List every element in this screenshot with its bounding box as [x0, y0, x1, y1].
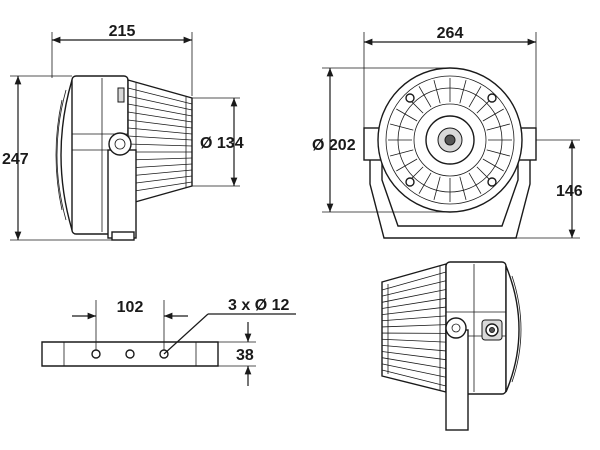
fin-line — [396, 158, 418, 172]
fin-line — [390, 123, 414, 131]
bracket-mirrored — [445, 329, 469, 431]
dim-hole-spacing: 102 — [117, 299, 144, 316]
bracket — [107, 149, 137, 239]
fin-line — [486, 123, 510, 131]
fin-line — [459, 80, 467, 104]
dim-rear-diameter: Ø 202 — [312, 137, 356, 154]
mount-hole — [91, 349, 101, 359]
fin-line — [459, 176, 467, 200]
side-view-mirrored — [381, 261, 522, 431]
heatsink-fins — [127, 79, 193, 205]
fin-line — [381, 297, 447, 309]
fin-line — [468, 86, 482, 108]
fin-line — [381, 271, 447, 291]
pivot-knob-mirrored — [445, 317, 467, 339]
fin-line — [433, 80, 441, 104]
fin-line — [381, 289, 447, 303]
rear-view: 264 Ø 202 146 — [312, 25, 583, 239]
fin-line — [381, 344, 447, 352]
dim-rear-width: 264 — [437, 25, 464, 42]
dim-front-width: 215 — [109, 23, 136, 40]
dim-heatsink-diameter: Ø 134 — [200, 135, 244, 152]
radial-fins — [388, 78, 512, 202]
lens-mirrored — [505, 265, 520, 393]
fin-line — [381, 280, 447, 297]
side-view: 215 247 Ø 134 — [2, 23, 244, 241]
bracket-plate-view: 102 3 x Ø 12 38 — [41, 297, 296, 386]
fin-line — [468, 172, 482, 194]
fin-line — [381, 338, 447, 343]
dim-front-height: 247 — [2, 151, 29, 168]
dim-bracket-height: 146 — [556, 183, 583, 200]
fin-line — [381, 369, 447, 387]
fin-line — [486, 149, 510, 157]
fin-line — [381, 324, 447, 328]
pivot-knob — [108, 132, 132, 156]
fin-line — [381, 363, 447, 378]
fin-line — [381, 351, 447, 361]
fin-line — [482, 108, 504, 122]
fin-line — [418, 86, 432, 108]
fin-line — [433, 176, 441, 200]
dim-bracket-width: 38 — [236, 347, 254, 364]
dim-holes: 3 x Ø 12 — [228, 297, 289, 314]
fin-line — [381, 306, 447, 316]
fin-line — [418, 172, 432, 194]
fin-line — [381, 357, 447, 369]
fin-line — [390, 149, 414, 157]
fin-line — [396, 108, 418, 122]
mount-hole — [125, 349, 135, 359]
fin-line — [482, 158, 504, 172]
fin-line — [381, 315, 447, 322]
